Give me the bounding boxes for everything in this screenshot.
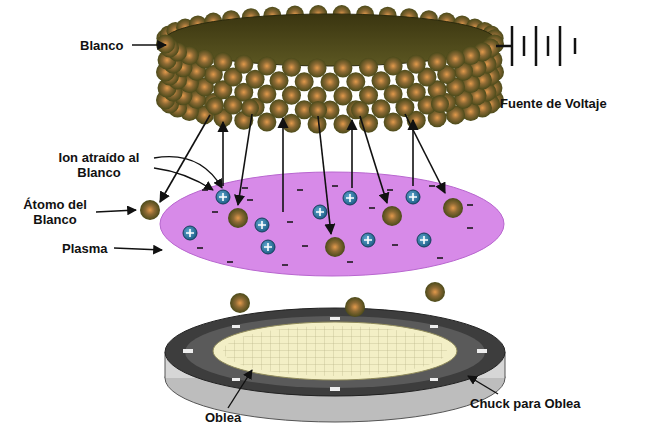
target-atom [241, 99, 259, 117]
electron [282, 264, 288, 266]
plus-sign [258, 221, 266, 229]
ion-body [183, 226, 197, 240]
electron [287, 221, 293, 223]
target-atom [428, 52, 447, 71]
target-atom [384, 57, 403, 76]
target-atom [345, 297, 365, 317]
voltage-source [496, 26, 575, 66]
ion-body [313, 205, 327, 219]
target-atoms [156, 5, 504, 133]
electron [332, 185, 338, 187]
target-atom [325, 237, 345, 257]
target-atom [446, 49, 465, 68]
electron [369, 207, 375, 209]
wafer-label: Oblea [205, 410, 241, 425]
plus-sign [409, 193, 417, 201]
voltage-source-label: Fuente de Voltaje [500, 96, 607, 111]
electron [227, 261, 233, 263]
ion [361, 233, 375, 247]
electron [212, 211, 218, 213]
target-atom [308, 58, 327, 77]
target-atom [431, 95, 449, 113]
plus-sign [316, 208, 324, 216]
target-atom [156, 35, 175, 54]
ion-label: Ion atraído al Blanco [46, 150, 152, 180]
ion [343, 191, 357, 205]
target-atom [213, 52, 232, 71]
plus-sign [346, 194, 354, 202]
plus-sign [186, 229, 194, 237]
target-atom [230, 293, 250, 313]
plasma-label: Plasma [62, 241, 108, 256]
electron [429, 185, 435, 187]
target-label: Blanco [80, 38, 123, 53]
wafer-chuck [165, 308, 505, 422]
ion-body [406, 190, 420, 204]
electron [302, 245, 308, 247]
target-atom [425, 282, 445, 302]
ion-body [361, 233, 375, 247]
electron [197, 247, 203, 249]
ion-body [417, 233, 431, 247]
ion [313, 205, 327, 219]
wafer [213, 322, 457, 380]
electron [202, 189, 208, 191]
target-atom [333, 58, 352, 77]
ion [255, 218, 269, 232]
target-atom [359, 58, 378, 77]
electron [437, 257, 443, 259]
sputtered-atoms [230, 282, 445, 317]
plus-sign [264, 243, 272, 251]
ion [183, 226, 197, 240]
electron [467, 227, 473, 229]
electron [392, 244, 398, 246]
target-atom [407, 55, 426, 74]
target-atom [443, 198, 463, 218]
plasma-particles [140, 186, 473, 265]
leader-lines [96, 45, 498, 408]
target-atom [333, 86, 352, 105]
ion [406, 190, 420, 204]
chuck-label: Chuck para Oblea [470, 396, 581, 411]
plus-sign [219, 193, 227, 201]
ion-body [216, 190, 230, 204]
target-atom [140, 200, 160, 220]
target-atom [228, 208, 248, 228]
motion-arrows [160, 114, 445, 234]
target-atom [234, 55, 253, 74]
target-atom [382, 206, 402, 226]
target-atom [321, 73, 340, 92]
electron [297, 189, 303, 191]
electron [467, 204, 473, 206]
ion [216, 190, 230, 204]
ion [261, 240, 275, 254]
ion-body [255, 218, 269, 232]
electron [387, 189, 393, 191]
atom-label: Átomo del Blanco [16, 197, 94, 227]
plus-sign [364, 236, 372, 244]
target-atom [333, 114, 352, 133]
target-atom [282, 58, 301, 77]
ion [417, 233, 431, 247]
plasma-cloud [160, 172, 504, 276]
electron [242, 187, 248, 189]
plus-sign [420, 236, 428, 244]
ion-body [343, 191, 357, 205]
electron [247, 199, 253, 201]
ion-body [261, 240, 275, 254]
electron [347, 261, 353, 263]
target-atom [206, 97, 224, 115]
target-atom [257, 57, 276, 76]
